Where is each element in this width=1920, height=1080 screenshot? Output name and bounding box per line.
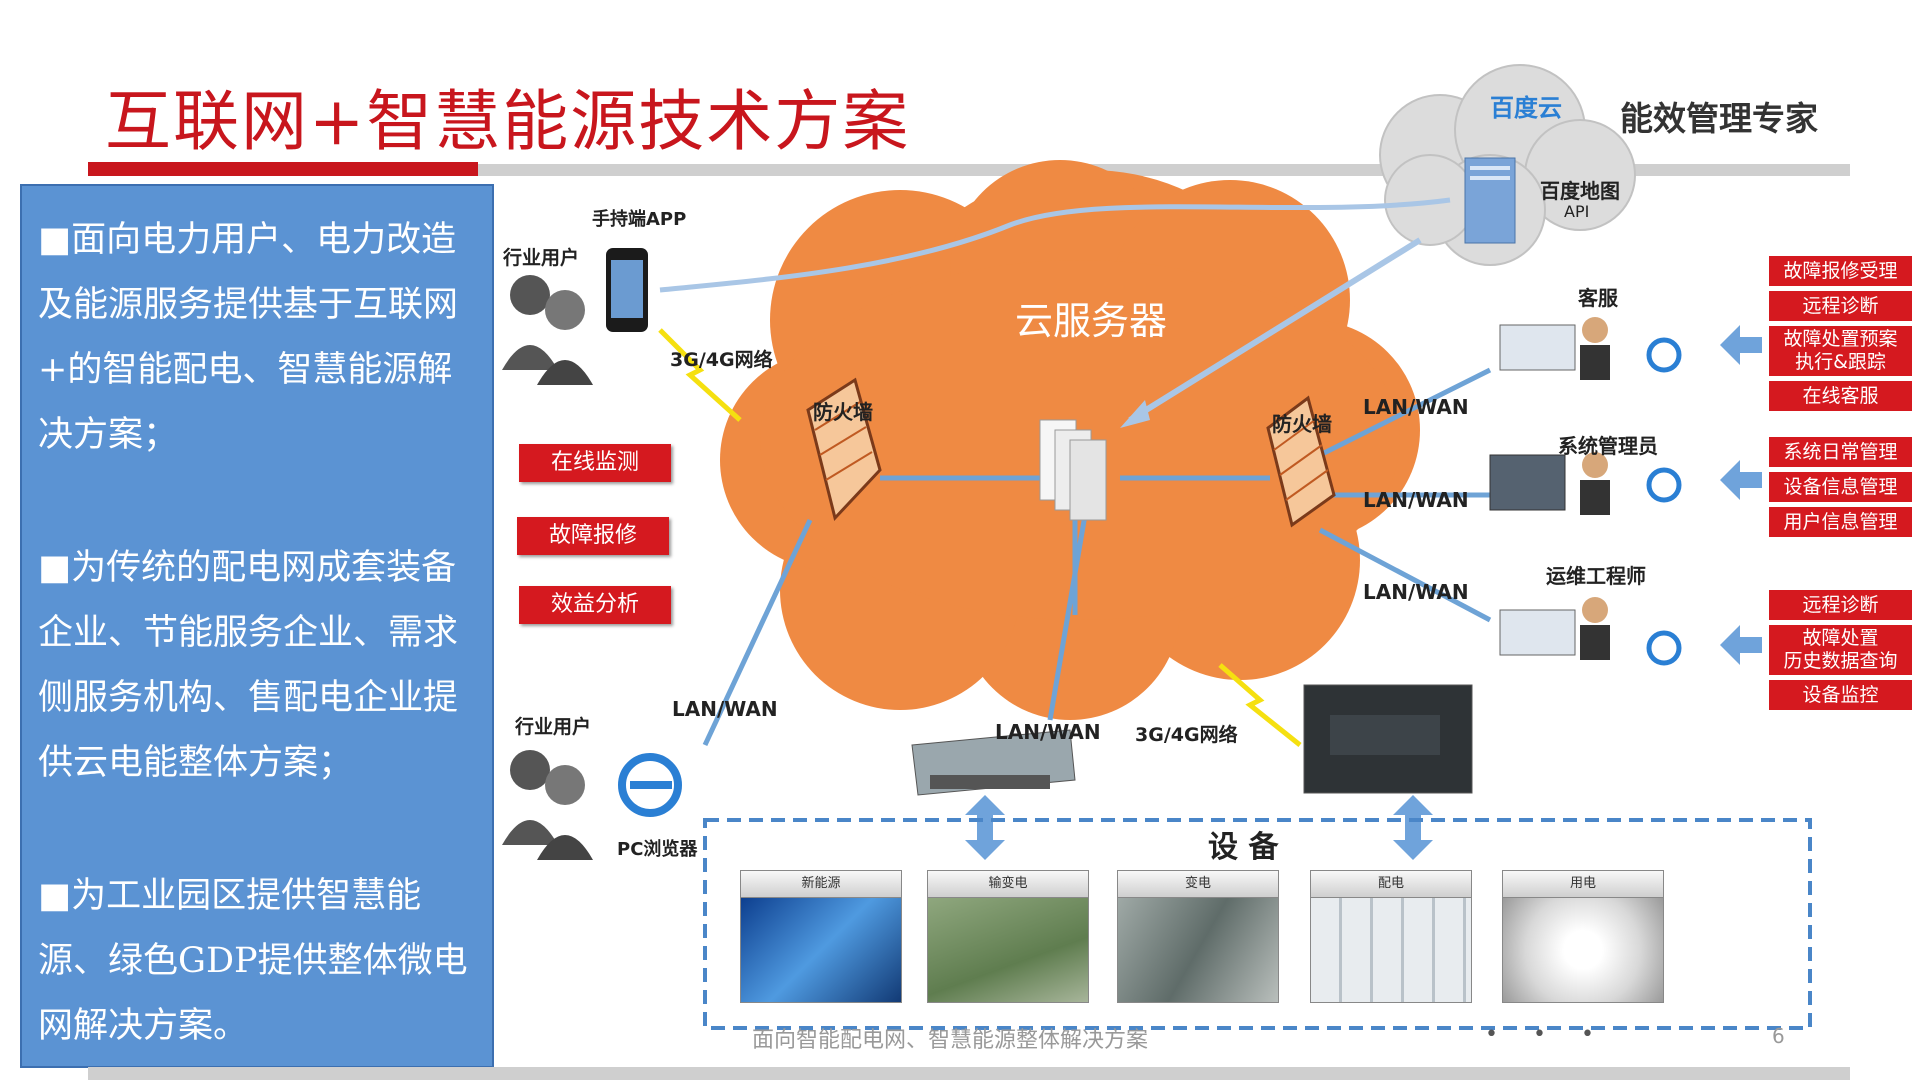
function-benefit-analysis: 效益分析 <box>519 586 671 624</box>
bullet-power-users: ■面向电力用户、电力改造及能源服务提供基于互联网+的智能配电、智慧能源解决方案； <box>38 220 459 455</box>
wireless-bolt-bottom <box>1218 663 1302 747</box>
cloud-server-label: 云服务器 <box>1015 299 1168 343</box>
ie-browser-icon-admin <box>1646 467 1682 503</box>
baidu-cloud-label: 百度云 <box>1490 94 1562 122</box>
equipment-transmission-label: 输变电 <box>928 871 1088 898</box>
admin-task-daily: 系统日常管理 <box>1769 437 1912 467</box>
central-server-icon <box>1039 419 1107 521</box>
api-label: API <box>1564 202 1590 221</box>
equipment-link-arrows <box>965 795 1433 860</box>
ops-task-device-monitor: 设备监控 <box>1769 680 1912 710</box>
equipment-distribution: 配电 <box>1310 870 1472 1003</box>
pc-browser-label: PC浏览器 <box>617 839 698 860</box>
baidu-map-label: 百度地图 <box>1540 179 1620 203</box>
wireless-bolt-top <box>658 328 742 422</box>
left-text-panel: ■面向电力用户、电力改造及能源服务提供基于互联网+的智能配电、智慧能源解决方案；… <box>20 184 494 1068</box>
map-server-icon <box>1464 157 1516 244</box>
function-fault-repair: 故障报修 <box>517 517 669 555</box>
lan-wan-label-cs: LAN/WAN <box>1363 395 1469 419</box>
equipment-transmission: 输变电 <box>927 870 1089 1003</box>
user-group-icon-top <box>502 275 593 385</box>
task-arrows <box>1720 325 1762 665</box>
equipment-title: 设 备 <box>1208 830 1279 865</box>
cs-task-fault-plan: 故障处置预案 执行&跟踪 <box>1769 326 1912 376</box>
firewall-right-label: 防火墙 <box>1272 412 1332 436</box>
role-sys-admin: 系统管理员 <box>1558 434 1658 458</box>
role-customer-service: 客服 <box>1578 286 1618 310</box>
network-3g4g-bottom-label: 3G/4G网络 <box>1135 724 1238 746</box>
function-online-monitoring: 在线监测 <box>519 444 671 482</box>
gateway-device-icon <box>911 729 1076 796</box>
ie-browser-icon-pc <box>618 753 682 817</box>
transformer-image <box>1118 898 1278 1002</box>
bullet-industrial-park: ■为工业园区提供智慧能源、绿色GDP提供整体微电网解决方案。 <box>38 876 468 1046</box>
ie-browser-icon-cs <box>1646 337 1682 373</box>
workstation-admin-icon <box>1489 452 1610 515</box>
brand-tagline: 能效管理专家 <box>1620 99 1818 138</box>
page-title: 互联网+智慧能源技术方案 <box>105 83 911 160</box>
title-underline-red <box>88 162 478 176</box>
equipment-new-energy: 新能源 <box>740 870 902 1003</box>
admin-task-device-info: 设备信息管理 <box>1769 472 1912 502</box>
switchgear-image <box>1311 898 1471 1002</box>
user-group-icon-bottom <box>502 750 593 860</box>
page-number: 6 <box>1772 1024 1785 1048</box>
firewall-left-icon <box>806 377 882 522</box>
equipment-new-energy-label: 新能源 <box>741 871 901 898</box>
power-socket-image <box>1503 898 1663 1002</box>
handheld-app-label: 手持端APP <box>592 209 687 230</box>
equipment-substation-label: 变电 <box>1118 871 1278 898</box>
cs-task-fault-accept: 故障报修受理 <box>1769 256 1912 286</box>
firewall-left-label: 防火墙 <box>813 400 873 424</box>
solar-wind-image <box>741 898 901 1002</box>
role-ops-engineer: 运维工程师 <box>1546 564 1646 588</box>
lan-wan-label-admin: LAN/WAN <box>1363 488 1469 512</box>
equipment-consumption: 用电 <box>1502 870 1664 1003</box>
equipment-consumption-label: 用电 <box>1503 871 1663 898</box>
phone-icon <box>606 248 648 332</box>
equipment-frame <box>703 818 1812 1030</box>
bullet-traditional-grid: ■为传统的配电网成套装备企业、节能服务企业、需求侧服务机构、售配电企业提供云电能… <box>38 548 459 783</box>
industry-user-bottom-label: 行业用户 <box>515 716 592 738</box>
ops-task-fault-history: 故障处置 历史数据查询 <box>1769 625 1912 675</box>
substation-aerial-image <box>928 898 1088 1002</box>
ops-task-remote-diagnosis: 远程诊断 <box>1769 590 1912 620</box>
footer-caption: 面向智能配电网、智慧能源整体解决方案 <box>752 1028 1149 1053</box>
lan-wan-label-pc: LAN/WAN <box>672 697 778 721</box>
admin-task-user-info: 用户信息管理 <box>1769 507 1912 537</box>
communication-box-icon <box>1303 684 1473 794</box>
workstation-ops-icon <box>1499 597 1610 660</box>
firewall-right-icon <box>1266 395 1336 528</box>
ie-browser-icon-ops <box>1646 630 1682 666</box>
lan-wan-label-gateway: LAN/WAN <box>995 720 1101 744</box>
cs-task-remote-diagnosis: 远程诊断 <box>1769 291 1912 321</box>
lan-wan-label-ops: LAN/WAN <box>1363 580 1469 604</box>
equipment-distribution-label: 配电 <box>1311 871 1471 898</box>
footer-bar <box>88 1067 1850 1080</box>
footer-dots: • • • <box>1485 1022 1608 1047</box>
workstation-cs-icon <box>1499 317 1610 380</box>
industry-user-top-label: 行业用户 <box>503 247 580 269</box>
cs-task-online-service: 在线客服 <box>1769 381 1912 411</box>
equipment-substation: 变电 <box>1117 870 1279 1003</box>
network-links <box>702 367 1492 747</box>
network-3g4g-top-label: 3G/4G网络 <box>670 349 773 371</box>
cloud-link-line <box>659 197 1451 293</box>
